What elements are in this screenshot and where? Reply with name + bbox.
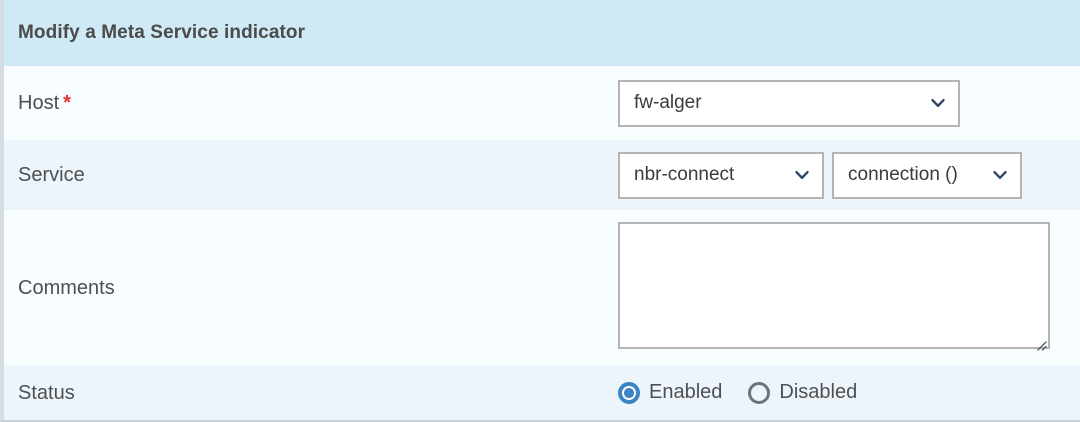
status-field: Enabled Disabled [618,381,1080,404]
host-label: Host* [18,91,618,115]
status-radio-disabled[interactable]: Disabled [748,381,857,404]
host-field: fw-alger [618,79,1080,127]
host-label-text: Host [18,92,60,114]
required-asterisk: * [63,92,71,114]
chevron-down-icon [930,95,946,111]
service-select[interactable]: nbr-connect [618,151,824,199]
comments-label: Comments [18,276,618,300]
service-label-text: Service [18,164,85,186]
status-radio-disabled-label: Disabled [779,381,858,403]
service-select-value: nbr-connect [634,164,735,185]
comments-field [618,221,1080,354]
status-label-text: Status [18,381,75,404]
chevron-down-icon [992,167,1008,183]
form-row-service: Service nbr-connect connection () [4,140,1080,210]
host-select-value: fw-alger [634,92,702,113]
service-field: nbr-connect connection () [618,151,1080,199]
form-row-host: Host* fw-alger [4,66,1080,140]
metric-select-value: connection () [848,164,958,185]
comments-textarea[interactable] [618,221,1050,349]
panel-header: Modify a Meta Service indicator [4,0,1080,66]
comments-label-text: Comments [18,276,115,299]
form-row-comments: Comments [4,210,1080,365]
form-row-status: Status Enabled Disabled [4,365,1080,420]
host-select[interactable]: fw-alger [618,79,960,127]
metric-select[interactable]: connection () [832,151,1022,199]
status-radio-enabled[interactable]: Enabled [618,381,722,404]
status-label: Status [18,381,618,405]
chevron-down-icon [794,167,810,183]
page-title: Modify a Meta Service indicator [18,22,306,43]
status-radio-group: Enabled Disabled [618,381,883,404]
comments-wrapper [618,221,1050,354]
radio-selected-icon[interactable] [618,381,640,404]
service-label: Service [18,163,618,187]
status-radio-enabled-label: Enabled [649,381,723,403]
radio-unselected-icon[interactable] [748,381,771,404]
